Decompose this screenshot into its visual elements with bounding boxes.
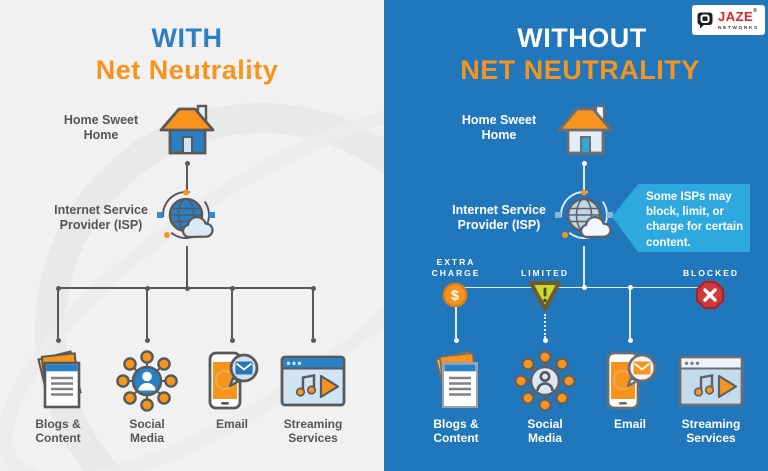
junction-dot: [229, 337, 235, 343]
home-label: Home Sweet Home: [63, 113, 139, 142]
drop-line: [231, 288, 233, 338]
status-label-blocked: BLOCKED: [682, 268, 740, 278]
registered-mark: ®: [753, 8, 757, 14]
junction-dot: [310, 337, 316, 343]
connector-isp-branch: [583, 246, 585, 287]
junction-dot: [453, 337, 459, 343]
email-icon: [606, 351, 657, 410]
drop-line-dotted: [544, 314, 547, 338]
isp-label: Internet Service Provider (ISP): [452, 203, 546, 232]
streaming-services-icon: [280, 355, 346, 407]
panel-title-line2: Net Neutrality: [95, 55, 279, 85]
isp-label: Internet Service Provider (ISP): [54, 203, 148, 232]
service-label-social-media: Social Media: [129, 417, 165, 445]
streaming-services-icon: [678, 355, 744, 407]
junction-dot: [627, 337, 633, 343]
panel-title-line1: WITHOUT: [517, 23, 647, 53]
social-media-icon: [116, 350, 178, 412]
connector-home-isp: [583, 165, 585, 191]
junction-dot: [627, 285, 633, 291]
service-label-blogs-content: Blogs & Content: [433, 417, 479, 445]
drop-line: [146, 288, 148, 338]
status-label-limited: LIMITED: [521, 268, 569, 278]
blogs-content-icon: [37, 350, 82, 409]
jaze-bubble-icon: [697, 12, 713, 28]
panel-title-line1: WITH: [151, 23, 223, 53]
junction-dot: [184, 160, 190, 166]
status-label-extra-charge: EXTRA CHARGE: [431, 257, 481, 278]
junction-dot: [542, 337, 548, 343]
isp-globe-icon: [157, 189, 215, 239]
drop-line: [312, 288, 314, 338]
jaze-networks-logo: JAZE® NETWORKS: [692, 5, 765, 35]
brand-name: JAZE: [718, 9, 754, 24]
extra-charge-dollar-icon: $: [442, 282, 468, 308]
service-label-email: Email: [215, 417, 249, 431]
brand-subtitle: NETWORKS: [718, 26, 759, 31]
home-label: Home Sweet Home: [461, 113, 537, 142]
service-label-streaming-services: Streaming Services: [283, 417, 343, 445]
drop-line: [455, 307, 457, 338]
junction-dot: [55, 337, 61, 343]
junction-dot: [184, 285, 190, 291]
svg-text:$: $: [451, 287, 459, 303]
house-icon: [557, 104, 613, 155]
service-label-email: Email: [613, 417, 647, 431]
isp-callout-bubble: Some ISPs may block, limit, or charge fo…: [612, 184, 750, 252]
without-net-neutrality-panel: JAZE® NETWORKS WITHOUT NET NEUTRALITY Ho…: [384, 0, 768, 471]
junction-dot: [144, 337, 150, 343]
drop-line: [57, 288, 59, 338]
drop-line: [629, 289, 631, 338]
blocked-stop-icon: [695, 280, 725, 310]
house-icon: [159, 104, 215, 155]
blogs-content-icon: [435, 350, 480, 408]
connector-isp-branch: [186, 246, 188, 288]
junction-dot: [581, 285, 587, 291]
panel-title-line2: NET NEUTRALITY: [460, 55, 700, 85]
email-icon: [208, 351, 259, 410]
service-label-blogs-content: Blogs & Content: [35, 417, 81, 445]
connector-home-isp: [186, 165, 188, 191]
social-media-icon: [514, 350, 576, 412]
service-label-streaming-services: Streaming Services: [681, 417, 741, 445]
isp-globe-icon: [555, 189, 613, 239]
junction-dot: [581, 160, 587, 166]
service-label-social-media: Social Media: [527, 417, 563, 445]
limited-warning-icon: [529, 281, 561, 311]
with-net-neutrality-panel: WITH Net Neutrality Home Sweet Home Inte…: [35, 23, 346, 445]
